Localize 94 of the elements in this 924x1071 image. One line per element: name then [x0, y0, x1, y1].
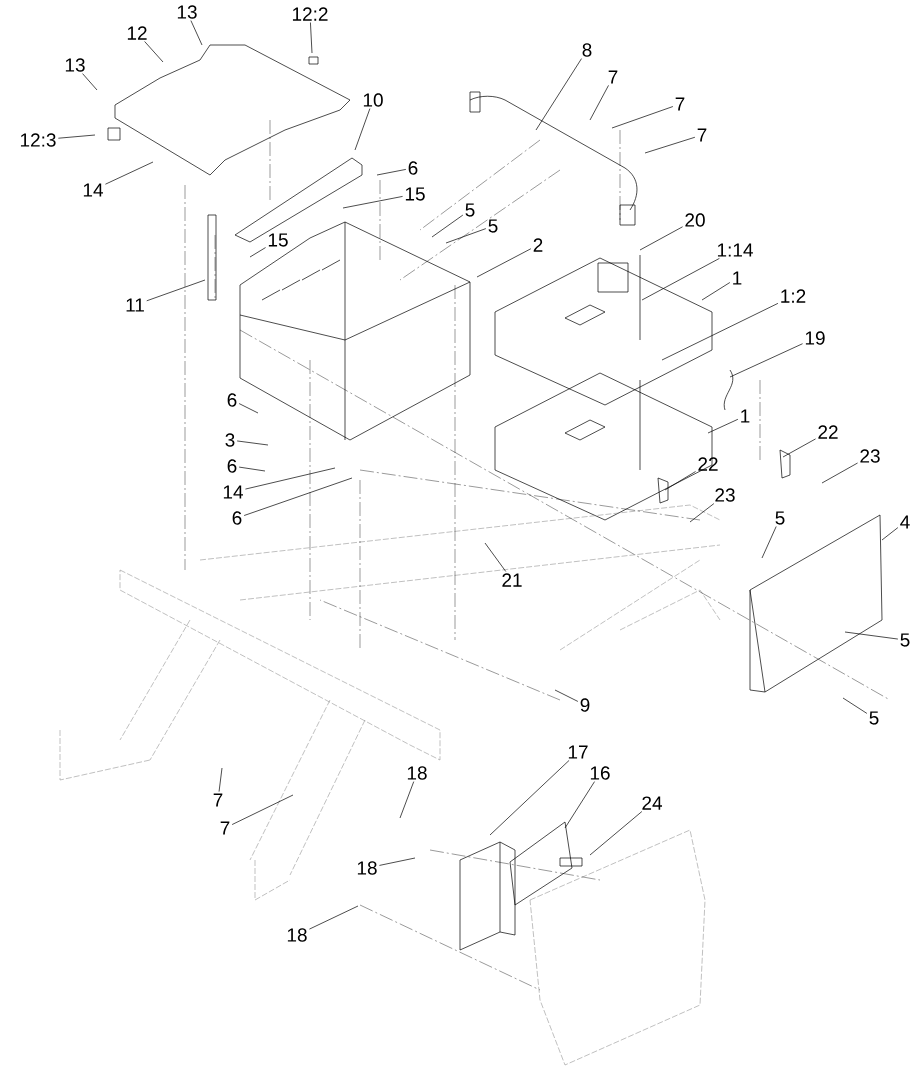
leader-line — [641, 258, 720, 301]
callout-number: 14 — [83, 183, 103, 197]
leader-line — [842, 697, 868, 714]
leader-line — [489, 760, 570, 836]
leader-line — [564, 781, 595, 829]
leader-line — [761, 526, 777, 559]
leader-line — [218, 767, 223, 792]
callout-number: 15 — [405, 187, 425, 201]
callout-number: 7 — [675, 97, 685, 111]
leader-line — [535, 58, 582, 131]
callout-number: 17 — [568, 745, 588, 759]
callout-number: 6 — [408, 161, 418, 175]
callout-number: 5 — [465, 203, 475, 217]
leader-line — [190, 20, 203, 46]
leader-line — [231, 794, 294, 825]
callout-number: 21 — [502, 573, 522, 587]
leader-line — [484, 542, 507, 572]
leader-line — [342, 196, 403, 209]
leader-line — [310, 22, 313, 54]
callout-number: 10 — [363, 93, 383, 107]
callout-number: 19 — [805, 331, 825, 345]
leader-line — [399, 781, 415, 819]
leader-line — [476, 248, 532, 278]
callout-number: 13 — [177, 5, 197, 19]
leader-line — [105, 161, 154, 185]
leader-line — [664, 471, 696, 491]
callout-number: 5 — [775, 511, 785, 525]
callout-number: 6 — [232, 511, 242, 525]
leader-line — [144, 41, 164, 63]
callout-number: 6 — [227, 393, 237, 407]
callout-number: 24 — [642, 796, 662, 810]
callout-number: 1:2 — [781, 289, 806, 303]
leader-line — [146, 279, 206, 302]
leader-line — [354, 108, 371, 151]
callout-number: 7 — [220, 821, 230, 835]
callout-number: 18 — [287, 928, 307, 942]
leader-line — [238, 403, 259, 414]
callout-number: 13 — [65, 58, 85, 72]
leader-line — [707, 418, 739, 434]
leader-line — [689, 503, 715, 523]
leader-line — [249, 247, 266, 258]
callout-number: 22 — [818, 425, 838, 439]
callout-number: 9 — [580, 698, 590, 712]
callout-number: 8 — [582, 43, 592, 57]
leader-line — [589, 811, 643, 856]
callout-number: 7 — [213, 793, 223, 807]
callout-number: 23 — [860, 449, 880, 463]
leader-line — [445, 228, 487, 244]
leader-line — [729, 343, 803, 378]
leader-line — [431, 214, 464, 238]
callout-number: 12:3 — [20, 133, 56, 147]
leader-line — [661, 303, 779, 361]
leader-line — [376, 169, 407, 176]
callout-number: 2 — [533, 238, 543, 252]
leader-line — [639, 226, 683, 251]
callout-number: 18 — [357, 861, 377, 875]
leader-line — [644, 136, 696, 154]
callout-number: 5 — [869, 711, 879, 725]
leader-line — [844, 631, 899, 640]
callout-number: 6 — [227, 459, 237, 473]
leader-line — [243, 477, 353, 516]
callout-number: 16 — [590, 766, 610, 780]
leader-line — [821, 462, 858, 484]
leader-line — [589, 85, 609, 121]
leader-line — [236, 440, 269, 446]
callout-number: 7 — [608, 70, 618, 84]
leader-line — [701, 282, 731, 301]
callout-number: 4 — [900, 515, 910, 529]
callout-number: 14 — [223, 485, 243, 499]
callout-number: 20 — [685, 213, 705, 227]
callout-number: 11 — [126, 298, 144, 312]
callout-number: 1 — [741, 409, 750, 423]
callout-number: 1:14 — [717, 243, 753, 257]
callout-number: 23 — [715, 488, 735, 502]
callout-number: 12:2 — [292, 7, 328, 21]
leader-line — [611, 106, 674, 129]
callout-number: 1 — [733, 271, 742, 285]
leader-line — [82, 73, 98, 91]
callout-number: 12 — [127, 26, 147, 40]
leader-line — [379, 857, 416, 866]
callout-number: 3 — [225, 433, 235, 447]
leader-line — [238, 466, 266, 472]
leader-line — [309, 905, 359, 930]
leader-line — [782, 438, 816, 458]
callout-number: 5 — [488, 219, 498, 233]
leader-line — [245, 467, 336, 490]
callout-number: 7 — [697, 128, 707, 142]
callout-number: 22 — [698, 457, 718, 471]
callout-number: 5 — [900, 633, 910, 647]
callout-number: 15 — [268, 233, 288, 247]
leader-line — [554, 689, 579, 702]
leader-line — [58, 134, 96, 139]
callout-number: 18 — [407, 766, 427, 780]
leader-line — [881, 527, 899, 541]
